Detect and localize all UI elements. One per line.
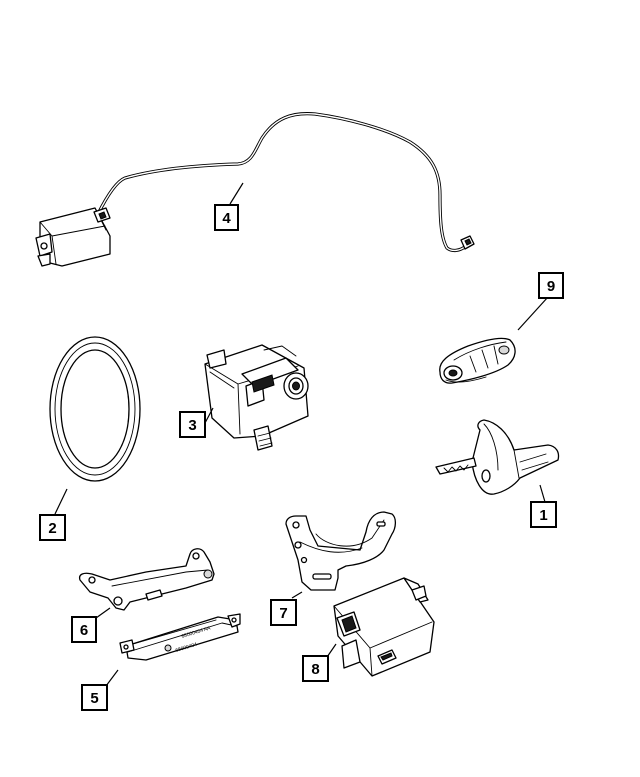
callout-box-2 — [39, 514, 66, 541]
callout-box-6 — [71, 616, 97, 643]
callout-7: 7 — [270, 591, 303, 626]
part-3-ignition-switch — [204, 344, 309, 451]
callout-label-1: 1 — [539, 507, 547, 524]
callout-1: 1 — [530, 484, 557, 528]
part-4-antenna-cable — [35, 112, 475, 267]
callout-box-4 — [214, 204, 239, 231]
callout-6: 6 — [71, 607, 111, 643]
part-9-key-fob — [439, 337, 516, 384]
callout-label-5: 5 — [90, 690, 98, 707]
callout-5: 5 — [81, 669, 119, 711]
part-7-bracket — [285, 511, 397, 591]
callout-label-4: 4 — [222, 210, 231, 227]
callout-label-7: 7 — [279, 605, 287, 622]
part-2-halo-ring — [49, 336, 141, 482]
callout-box-5 — [81, 684, 108, 711]
callout-8: 8 — [302, 643, 337, 682]
callout-4: 4 — [214, 182, 244, 231]
callout-label-2: 2 — [48, 520, 56, 537]
callout-3: 3 — [179, 407, 214, 438]
callout-label-8: 8 — [311, 661, 319, 678]
callout-label-3: 3 — [188, 417, 196, 434]
callout-box-9 — [538, 272, 564, 299]
callout-label-6: 6 — [80, 622, 88, 639]
callout-2: 2 — [39, 488, 68, 541]
part-1-key — [435, 419, 560, 495]
callout-box-8 — [302, 655, 329, 682]
part-6-bracket — [78, 548, 215, 611]
part-8-control-module — [333, 577, 435, 677]
callout-9: 9 — [517, 272, 564, 331]
part-5-receiver-module: 68000404 AA 68000404 — [119, 613, 241, 661]
callout-label-9: 9 — [547, 278, 555, 295]
callout-box-3 — [179, 411, 206, 438]
callout-box-7 — [270, 599, 297, 626]
callout-box-1 — [530, 501, 557, 528]
